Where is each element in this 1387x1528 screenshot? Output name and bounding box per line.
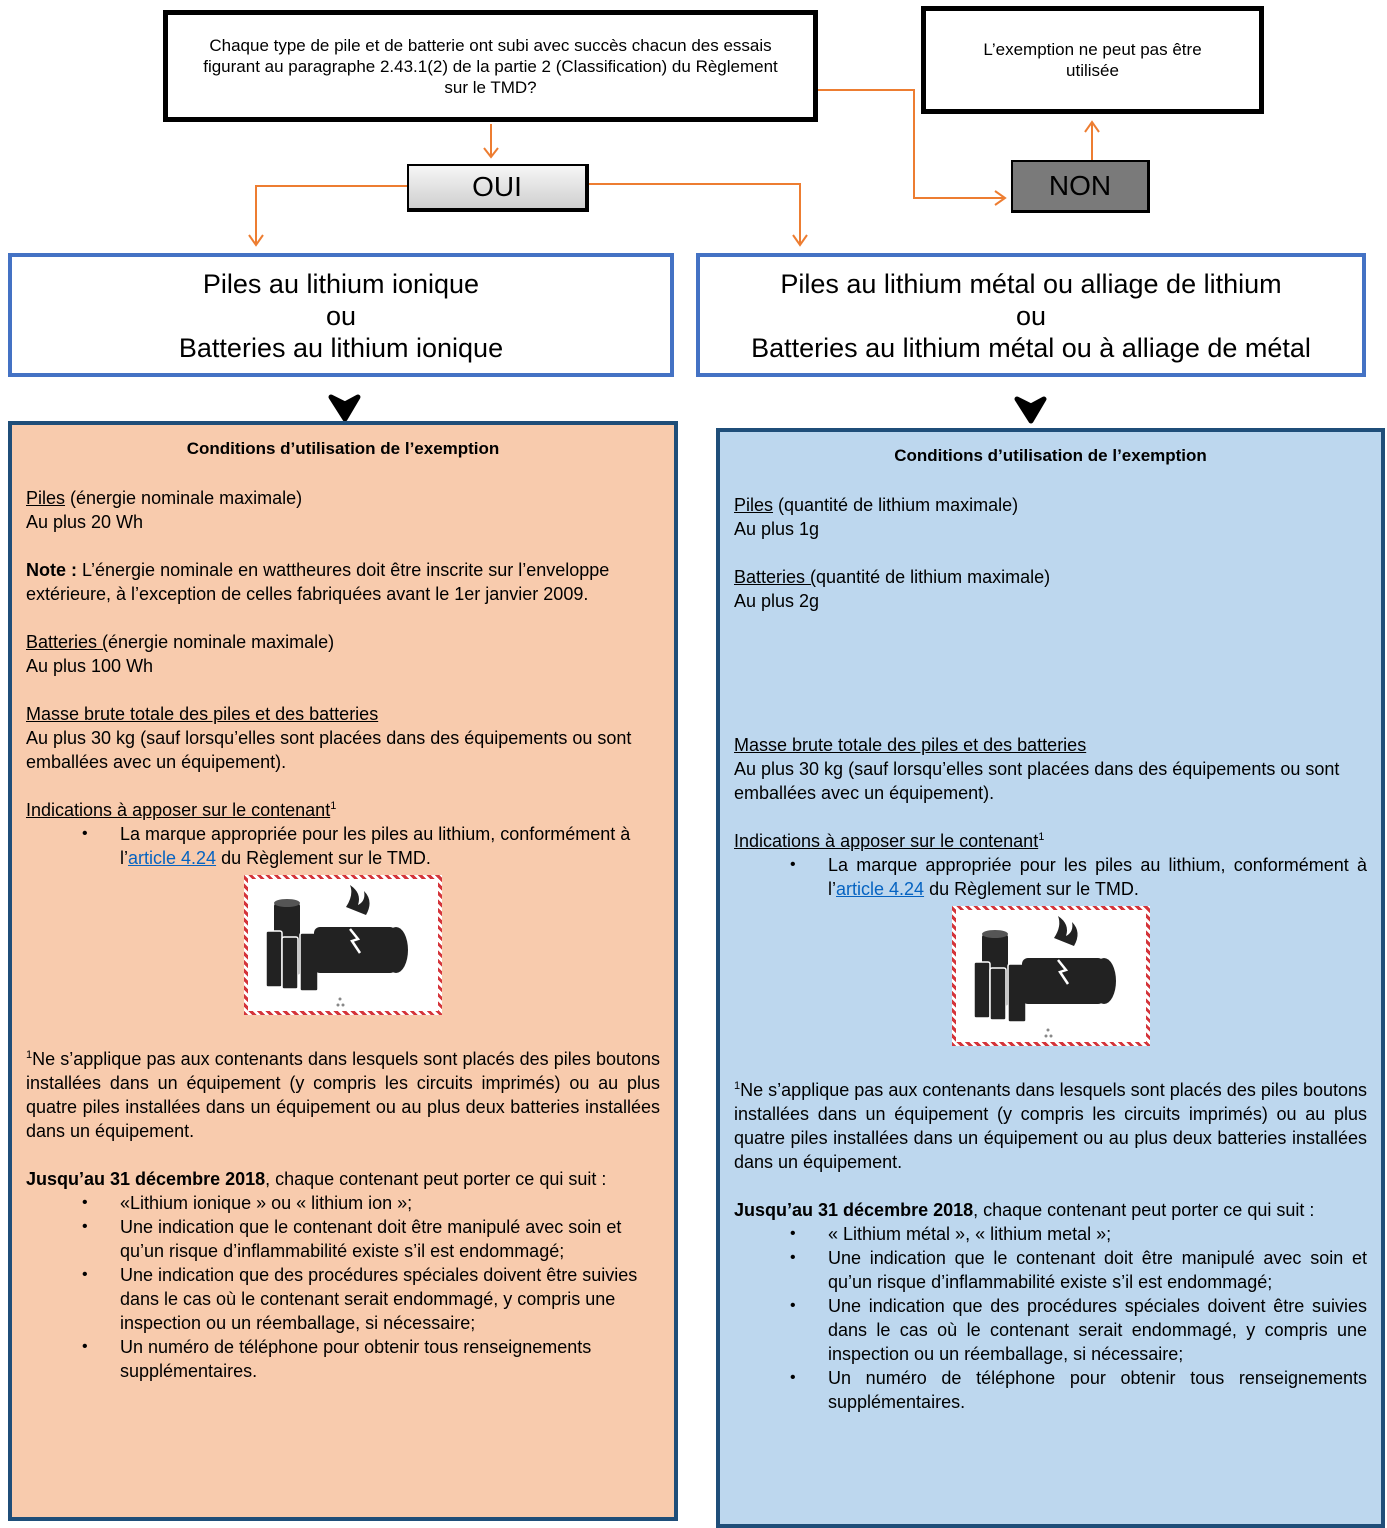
list-item: Une indication que le contenant doit êtr… bbox=[734, 1246, 1367, 1294]
arrow-oui-to-ion bbox=[255, 185, 407, 243]
batteries-label: Batteries ( bbox=[734, 567, 817, 587]
cells-heading: Piles (quantité de lithium maximale) bbox=[734, 493, 1367, 517]
exemption-not-usable-text: L’exemption ne peut pas être utilisée bbox=[983, 40, 1202, 80]
mark-text: La marque appropriée pour les piles au l… bbox=[828, 855, 1367, 899]
connector-arrows bbox=[248, 89, 1100, 424]
marks-list: La marque appropriée pour les piles au l… bbox=[26, 822, 660, 870]
no-label: NON bbox=[1048, 170, 1112, 201]
arrow-head bbox=[994, 190, 1007, 206]
note-text: L’énergie nominale en wattheures doit êt… bbox=[26, 560, 610, 604]
no-box: NON bbox=[1011, 160, 1150, 213]
question-text: Chaque type de pile et de batterie ont s… bbox=[203, 35, 778, 97]
exemption-not-usable-box: L’exemption ne peut pas être utilisée bbox=[921, 6, 1264, 114]
down-arrow-icon bbox=[328, 394, 361, 422]
list-item: «Lithium ionique » ou « lithium ion »; bbox=[26, 1191, 660, 1215]
conditions-panel-ion: Conditions d’utilisation de l’exemption … bbox=[8, 421, 678, 1521]
category-line-2: Batteries au lithium ionique bbox=[178, 333, 504, 363]
lithium-battery-mark-icon bbox=[265, 885, 408, 1007]
marks-label: Indications à apposer sur le contenant bbox=[26, 800, 331, 820]
footnote: 1Ne s’applique pas aux contenants dans l… bbox=[734, 1078, 1367, 1174]
arrow-head bbox=[248, 234, 264, 247]
category-line-1: Piles au lithium ionique bbox=[202, 269, 480, 299]
cells-label: Piles bbox=[734, 495, 774, 515]
lithium-battery-mark bbox=[26, 875, 660, 1015]
batteries-label-rest: quantité de lithium maximale) bbox=[816, 567, 1051, 587]
panel-title: Conditions d’utilisation de l’exemption bbox=[894, 446, 1207, 465]
until-date: Jusqu’au 31 décembre 2018 bbox=[26, 1169, 266, 1189]
mass-heading: Masse brute totale des piles et des batt… bbox=[734, 735, 1087, 755]
mark-text-end: du Règlement sur le TMD. bbox=[216, 848, 431, 868]
list-item: Un numéro de téléphone pour obtenir tous… bbox=[26, 1335, 660, 1383]
mass-value: Au plus 30 kg (sauf lorsqu’elles sont pl… bbox=[734, 759, 1340, 803]
marks-heading: Indications à apposer sur le contenant1 bbox=[734, 829, 1367, 853]
mass-value: Au plus 30 kg (sauf lorsqu’elles sont pl… bbox=[26, 728, 632, 772]
panel-title: Conditions d’utilisation de l’exemption bbox=[186, 439, 500, 458]
cells-value: Au plus 20 Wh bbox=[26, 512, 144, 532]
footnote-ref: 1 bbox=[1038, 831, 1045, 843]
batteries-value: Au plus 100 Wh bbox=[26, 656, 154, 676]
marks-list-item: La marque appropriée pour les piles au l… bbox=[26, 822, 660, 870]
footnote-text: Ne s’applique pas aux contenants dans le… bbox=[26, 1049, 660, 1141]
cells-label-rest: (énergie nominale maximale) bbox=[65, 488, 303, 508]
marks-list: La marque appropriée pour les piles au l… bbox=[734, 853, 1367, 901]
batteries-value: Au plus 2g bbox=[734, 591, 820, 611]
marks-heading: Indications à apposer sur le contenant1 bbox=[26, 798, 660, 822]
note: Note : L’énergie nominale en wattheures … bbox=[26, 558, 660, 606]
mass-heading: Masse brute totale des piles et des batt… bbox=[26, 704, 379, 724]
cells-label: Piles bbox=[26, 488, 66, 508]
batteries-label: Batteries ( bbox=[26, 632, 109, 652]
until-date-paragraph: Jusqu’au 31 décembre 2018, chaque conten… bbox=[734, 1198, 1367, 1222]
list-item: Un numéro de téléphone pour obtenir tous… bbox=[734, 1366, 1367, 1414]
mark-hatched-border bbox=[244, 875, 442, 1015]
until-text: , chaque contenant peut porter ce qui su… bbox=[265, 1169, 607, 1189]
batteries-heading: Batteries (énergie nominale maximale) bbox=[26, 630, 660, 654]
mark-text: La marque appropriée pour les piles au l… bbox=[120, 824, 631, 868]
category-line-1: Piles au lithium métal ou alliage de lit… bbox=[780, 269, 1282, 299]
cells-heading: Piles (énergie nominale maximale) bbox=[26, 486, 660, 510]
conditions-panel-metal: Conditions d’utilisation de l’exemption … bbox=[716, 428, 1385, 1528]
marks-list-item: La marque appropriée pour les piles au l… bbox=[734, 853, 1367, 901]
category-lithium-ion: Piles au lithium ionique ou Batteries au… bbox=[8, 253, 674, 377]
yes-label: OUI bbox=[472, 171, 522, 202]
list-item: Une indication que le contenant doit êtr… bbox=[26, 1215, 660, 1263]
lithium-battery-mark-icon bbox=[972, 916, 1116, 1038]
labeling-list: «Lithium ionique » ou « lithium ion »; U… bbox=[26, 1191, 660, 1383]
arrow-head bbox=[483, 147, 499, 159]
mark-hatched-border bbox=[951, 906, 1150, 1046]
cells-label-rest: (quantité de lithium maximale) bbox=[773, 495, 1019, 515]
marks-label: Indications à apposer sur le contenant bbox=[734, 831, 1039, 851]
footnote: 1Ne s’applique pas aux contenants dans l… bbox=[26, 1047, 660, 1143]
arrow-head bbox=[1084, 120, 1100, 133]
category-lithium-metal: Piles au lithium métal ou alliage de lit… bbox=[696, 253, 1366, 377]
footnote-number: 1 bbox=[734, 1080, 741, 1092]
lithium-battery-mark bbox=[734, 906, 1367, 1046]
category-line-2: Batteries au lithium métal ou à alliage … bbox=[751, 333, 1311, 363]
list-item: « Lithium métal », « lithium metal »; bbox=[734, 1222, 1367, 1246]
note-label: Note : bbox=[26, 560, 77, 580]
mark-text-end: du Règlement sur le TMD. bbox=[924, 879, 1139, 899]
category-or: ou bbox=[1015, 301, 1047, 331]
footnote-ref: 1 bbox=[330, 800, 337, 812]
list-item: Une indication que des procédures spécia… bbox=[26, 1263, 660, 1335]
until-date-paragraph: Jusqu’au 31 décembre 2018, chaque conten… bbox=[26, 1167, 660, 1191]
footnote-number: 1 bbox=[26, 1049, 33, 1061]
batteries-label-rest: énergie nominale maximale) bbox=[108, 632, 335, 652]
footnote-text: Ne s’applique pas aux contenants dans le… bbox=[734, 1080, 1367, 1172]
arrow-question-to-non bbox=[818, 89, 1003, 199]
down-arrow-icon bbox=[1014, 396, 1047, 424]
until-text: , chaque contenant peut porter ce qui su… bbox=[973, 1200, 1315, 1220]
article-4-24-link[interactable]: article 4.24 bbox=[128, 848, 217, 868]
until-date: Jusqu’au 31 décembre 2018 bbox=[734, 1200, 974, 1220]
arrow-head bbox=[792, 234, 808, 247]
cells-value: Au plus 1g bbox=[734, 519, 820, 539]
batteries-heading: Batteries (quantité de lithium maximale) bbox=[734, 565, 1367, 589]
labeling-list: « Lithium métal », « lithium metal »; Un… bbox=[734, 1222, 1367, 1414]
category-or: ou bbox=[325, 301, 357, 331]
list-item: Une indication que des procédures spécia… bbox=[734, 1294, 1367, 1366]
question-box: Chaque type de pile et de batterie ont s… bbox=[163, 10, 818, 122]
yes-box: OUI bbox=[407, 164, 589, 212]
article-4-24-link[interactable]: article 4.24 bbox=[836, 879, 925, 899]
arrow-oui-to-metal bbox=[589, 183, 801, 243]
